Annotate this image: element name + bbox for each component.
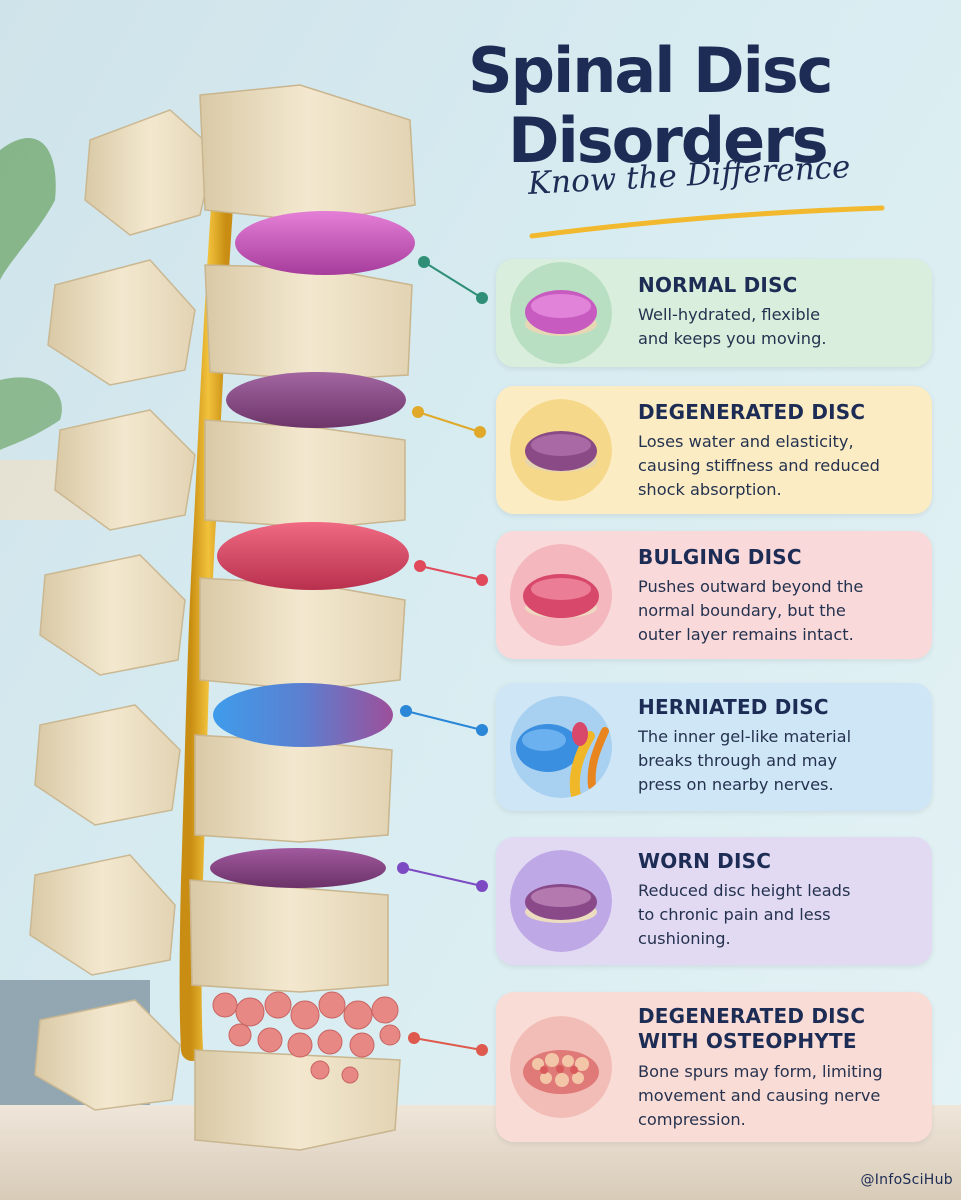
card-text: Pushes outward beyond the normal boundar… (638, 575, 920, 647)
card-degenerated-disc-osteophyte: DEGENERATED DISC WITH OSTEOPHYTE Bone sp… (496, 992, 932, 1142)
card-text: Well-hydrated, flexible and keeps you mo… (638, 303, 920, 351)
text-line: Pushes outward beyond the (638, 577, 864, 596)
text-line: to chronic pain and less (638, 905, 831, 924)
degenerated-disc-icon (510, 399, 612, 501)
author-handle: @InfoSciHub (860, 1172, 953, 1188)
card-herniated-disc: HERNIATED DISC The inner gel-like materi… (496, 683, 932, 811)
card-bulging-disc: BULGING DISC Pushes outward beyond the n… (496, 531, 932, 659)
card-normal-disc: NORMAL DISC Well-hydrated, flexible and … (496, 259, 932, 367)
title-line-1: Spinal Disc (468, 34, 833, 107)
text-line: normal boundary, but the (638, 601, 846, 620)
text-line: cushioning. (638, 929, 731, 948)
card-title: DEGENERATED DISC (638, 1004, 866, 1028)
title-line-2: Disorders (508, 104, 829, 177)
card-degenerated-disc: DEGENERATED DISC Loses water and elastic… (496, 386, 932, 514)
card-title: BULGING DISC (638, 545, 802, 569)
card-title: WORN DISC (638, 849, 772, 873)
text-line: The inner gel-like material (638, 727, 852, 746)
card-title: HERNIATED DISC (638, 695, 829, 719)
normal-disc-icon (510, 262, 612, 364)
card-text: Bone spurs may form, limiting movement a… (638, 1060, 920, 1132)
card-title-line-2: WITH OSTEOPHYTE (638, 1029, 857, 1053)
text-line: and keeps you moving. (638, 329, 827, 348)
text-line: shock absorption. (638, 480, 782, 499)
text-line: causing stiffness and reduced (638, 456, 880, 475)
herniated-disc-icon (510, 696, 612, 798)
text-line: Well-hydrated, flexible (638, 305, 821, 324)
text-line: outer layer remains intact. (638, 625, 854, 644)
text-line: Bone spurs may form, limiting (638, 1062, 883, 1081)
card-text: Reduced disc height leads to chronic pai… (638, 879, 920, 951)
osteophyte-disc-icon (510, 1016, 612, 1118)
text-line: press on nearby nerves. (638, 775, 834, 794)
card-text: The inner gel-like material breaks throu… (638, 725, 920, 797)
text-line: Reduced disc height leads (638, 881, 851, 900)
card-title: NORMAL DISC (638, 273, 798, 297)
bulging-disc-icon (510, 544, 612, 646)
worn-disc-icon (510, 850, 612, 952)
text-line: Loses water and elasticity, (638, 432, 854, 451)
card-text: Loses water and elasticity, causing stif… (638, 430, 920, 502)
text-line: compression. (638, 1110, 746, 1129)
card-title: DEGENERATED DISC (638, 400, 866, 424)
text-line: breaks through and may (638, 751, 838, 770)
card-worn-disc: WORN DISC Reduced disc height leads to c… (496, 837, 932, 965)
text-line: movement and causing nerve (638, 1086, 881, 1105)
